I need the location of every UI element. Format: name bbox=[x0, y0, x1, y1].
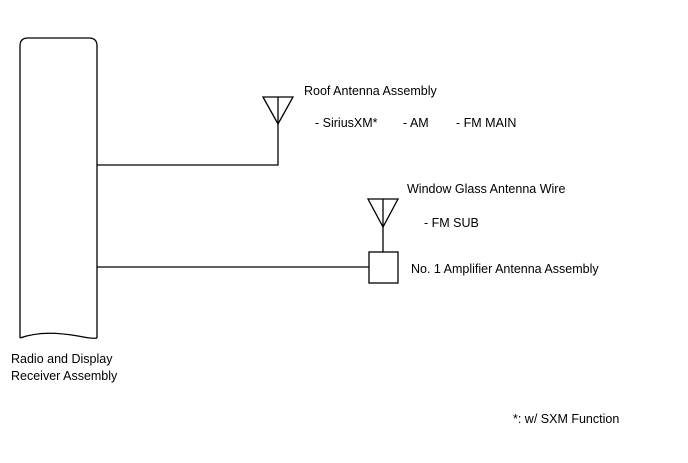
roof-antenna-icon bbox=[261, 96, 295, 126]
roof-antenna-band-am: - AM bbox=[403, 116, 429, 130]
radio-receiver-label: Radio and Display Receiver Assembly bbox=[11, 351, 117, 385]
roof-antenna-band-siriusxm: - SiriusXM* bbox=[315, 116, 378, 130]
window-antenna-label: Window Glass Antenna Wire bbox=[407, 182, 566, 196]
radio-receiver-break-line bbox=[19, 332, 98, 340]
window-antenna-band-fm-sub: - FM SUB bbox=[424, 216, 479, 230]
window-antenna-icon bbox=[366, 198, 400, 229]
radio-receiver-label-line1: Radio and Display bbox=[11, 352, 113, 366]
roof-antenna-band-fm-main: - FM MAIN bbox=[456, 116, 517, 130]
amplifier-box bbox=[368, 251, 399, 284]
radio-receiver-block bbox=[19, 37, 98, 338]
footnote: *: w/ SXM Function bbox=[513, 412, 620, 426]
roof-antenna-wire bbox=[97, 124, 279, 166]
roof-antenna-label: Roof Antenna Assembly bbox=[304, 84, 437, 98]
amplifier-label: No. 1 Amplifier Antenna Assembly bbox=[411, 262, 599, 276]
radio-receiver-label-line2: Receiver Assembly bbox=[11, 369, 118, 383]
